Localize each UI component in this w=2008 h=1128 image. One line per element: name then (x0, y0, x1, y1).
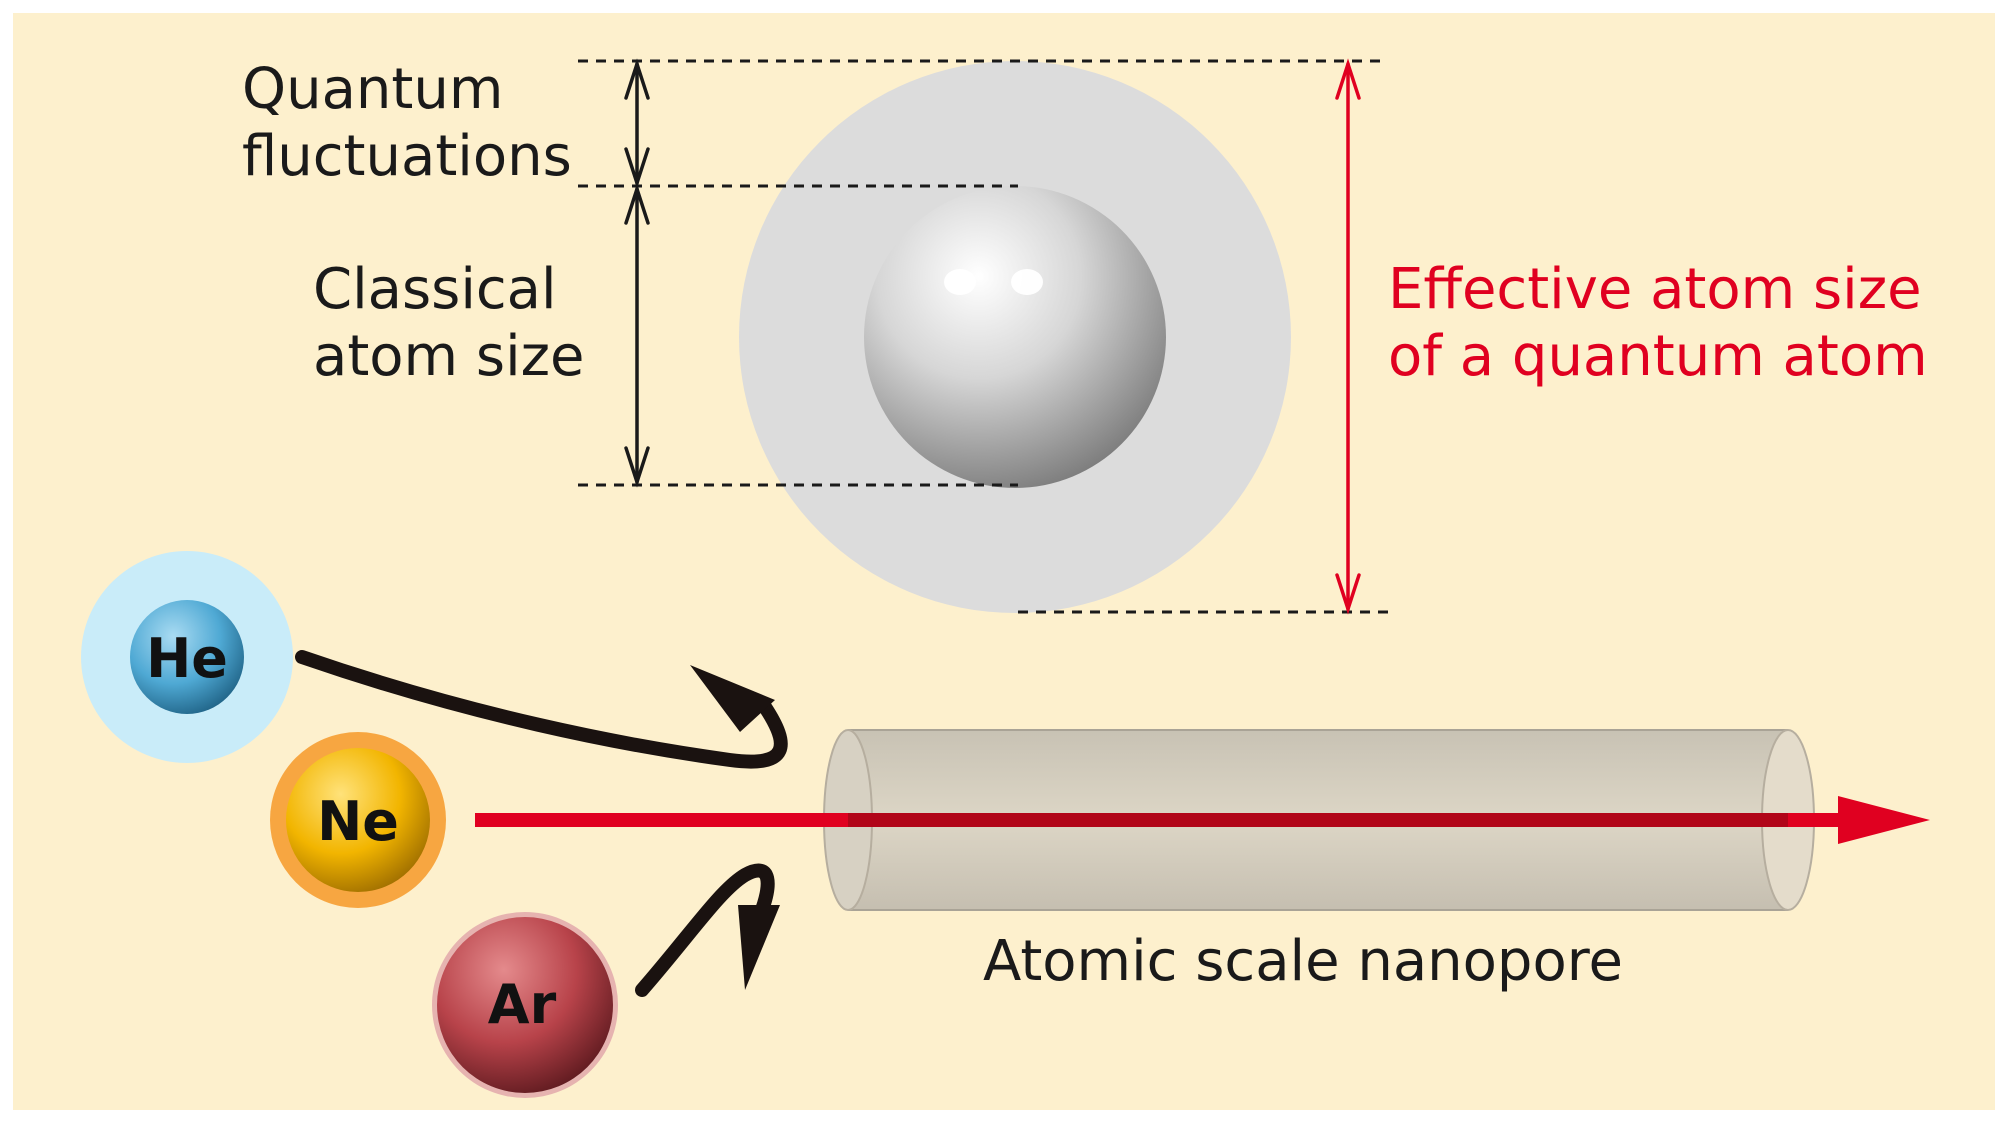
sphere-highlight-right (1011, 269, 1043, 295)
ne-symbol: Ne (317, 790, 399, 853)
fluctuation-arrowhead-down (624, 147, 650, 189)
ar-core (437, 917, 613, 1093)
effective-atom-size-label-line2: of a quantum atom (1388, 324, 1928, 389)
ar-deflect-arrowhead (738, 905, 780, 990)
he-core (130, 600, 244, 714)
effective-arrowhead-up (1335, 58, 1361, 100)
effective-atom-size-label-line1: Effective atom size (1388, 257, 1922, 322)
ne-atom: Ne (270, 732, 446, 908)
quantum-fluctuations-label-line1: Quantum (242, 57, 503, 122)
sphere-highlight-left (944, 269, 976, 295)
classical-atom-size-label-line1: Classical (313, 257, 557, 322)
classical-arrowhead-down (624, 446, 650, 488)
ar-atom: Ar (432, 912, 618, 1098)
he-symbol: He (146, 627, 228, 690)
he-atom: He (81, 551, 293, 763)
quantum-fluctuations-label-line2: fluctuations (242, 124, 572, 189)
he-deflect-arrowhead (690, 665, 775, 732)
classical-atom-size-label-line2: atom size (313, 324, 584, 389)
ne-core (286, 748, 430, 892)
ne-path-inside-pore (848, 813, 1788, 827)
nanopore-label: Atomic scale nanopore (983, 929, 1623, 994)
classical-atom-sphere (864, 186, 1166, 488)
effective-arrowhead-down (1335, 573, 1361, 615)
he-deflect-arrow (295, 650, 788, 769)
classical-arrowhead-up (624, 183, 650, 225)
ar-deflect-arrow (635, 863, 775, 997)
fluctuation-arrowhead-up (624, 58, 650, 100)
ar-symbol: Ar (488, 973, 557, 1036)
ne-path-arrowhead (1838, 796, 1930, 844)
